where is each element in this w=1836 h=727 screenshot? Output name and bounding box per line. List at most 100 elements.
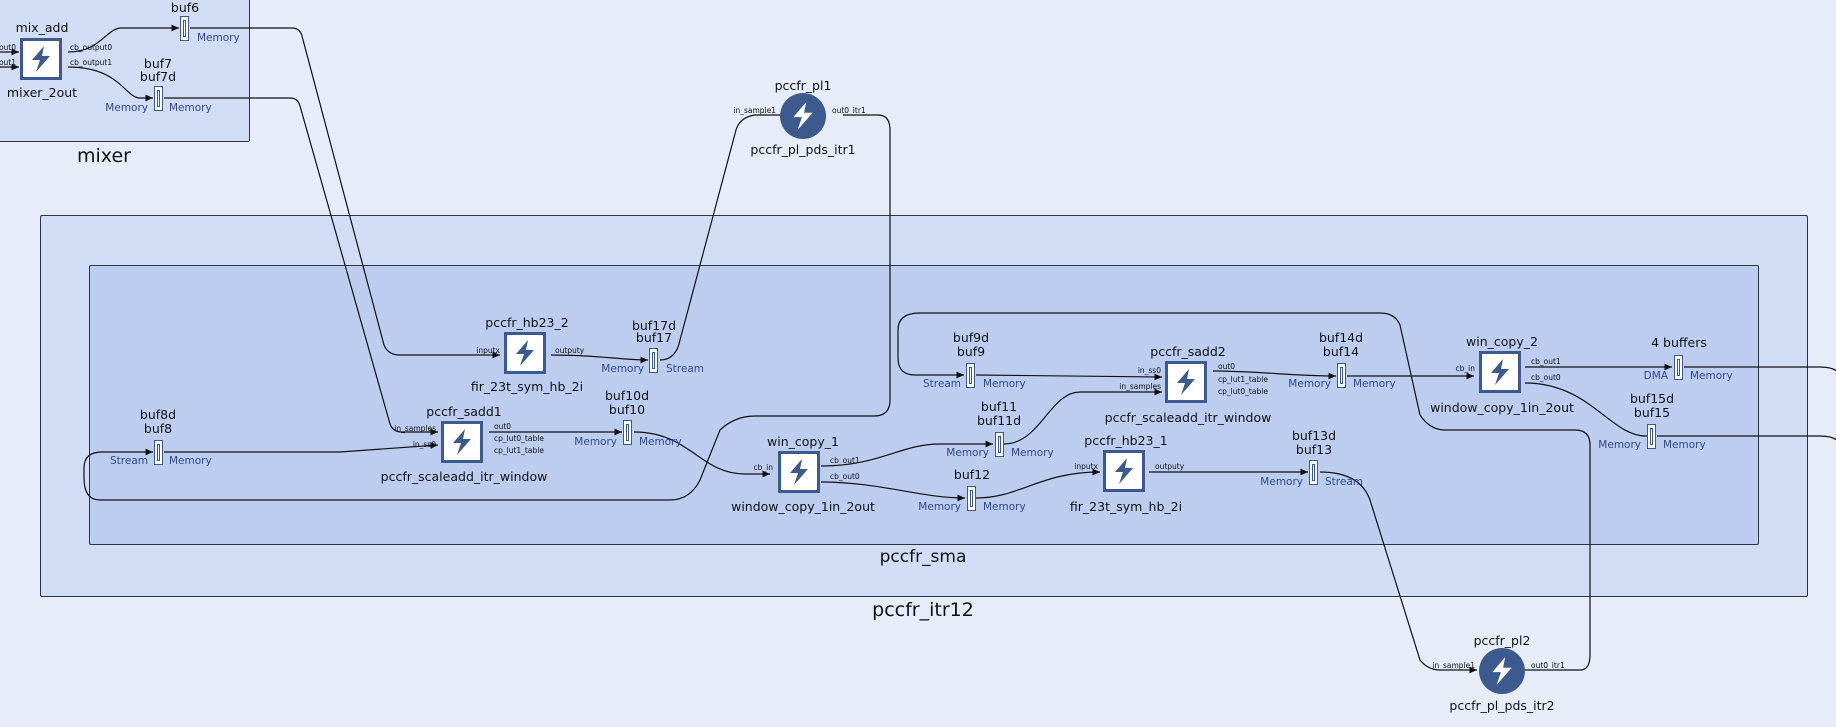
buf11-left-type: Memory xyxy=(946,447,989,459)
wire-buf11-sadd2 xyxy=(1003,388,1162,445)
lightning-icon xyxy=(516,340,534,366)
hb23-1-in-port-label: inputx xyxy=(1074,462,1098,471)
pl1-out-port-label: out0_itr1 xyxy=(832,106,866,115)
buf15-left-type: Memory xyxy=(1598,439,1641,451)
buffer-buf6[interactable] xyxy=(180,16,189,41)
buf15-name-0: buf15d xyxy=(1629,391,1675,406)
wire-mix-add-buf7 xyxy=(67,66,153,102)
buf15-right-type: Memory xyxy=(1663,439,1706,451)
wire-win2-buf15 xyxy=(1524,382,1653,440)
buffer-buf8[interactable] xyxy=(154,440,163,465)
buffer-buf14[interactable] xyxy=(1337,363,1346,388)
lightning-icon xyxy=(793,102,813,130)
pl1-in-port-label: in_sample1 xyxy=(733,106,776,115)
kernel-win2[interactable] xyxy=(1479,351,1521,393)
kernel-sadd1-func: pccfr_scaleadd_itr_window xyxy=(380,469,548,484)
buf7-right-type: Memory xyxy=(169,102,212,114)
kernel-hb23-2[interactable] xyxy=(504,332,546,374)
lightning-icon xyxy=(32,46,50,72)
win1-cb-in-label: cb_in xyxy=(753,463,773,472)
wire-win1-buf11 xyxy=(820,440,993,467)
kernel-sadd2[interactable] xyxy=(1165,361,1207,403)
buffer-buf11[interactable] xyxy=(995,432,1004,457)
lightning-icon xyxy=(1492,657,1512,685)
buf4x-name-0: 4 buffers xyxy=(1651,335,1707,350)
wire-sadd2-buf14 xyxy=(1212,370,1337,380)
buffer-buf12[interactable] xyxy=(967,486,976,511)
pl2-out-port-label: out0_itr1 xyxy=(1531,661,1565,670)
buffer-buf7[interactable] xyxy=(154,86,163,111)
wire-buf12-hb23-1 xyxy=(975,468,1101,499)
sadd2-lut1-label: cp_lut1_table xyxy=(1218,375,1268,384)
kernel-win1[interactable] xyxy=(778,451,820,493)
kernel-hb23-1-func: fir_23t_sym_hb_2i xyxy=(1069,499,1183,514)
port-cb-output0-label: cb_output0 xyxy=(70,43,113,52)
win2-cb-in-label: cb_in xyxy=(1455,364,1475,373)
buf8-name-0: buf8d xyxy=(139,407,177,422)
buf7-name-1: buf7d xyxy=(139,69,177,84)
buf12-left-type: Memory xyxy=(918,501,961,513)
buf14-name-0: buf14d xyxy=(1318,330,1364,345)
buffer-buf13[interactable] xyxy=(1309,460,1318,485)
kernel-mix-add-func: mixer_2out xyxy=(6,85,78,100)
kernel-hb23-2-name: pccfr_hb23_2 xyxy=(485,315,569,330)
lightning-icon xyxy=(790,459,808,485)
buf6-name-0: buf6 xyxy=(170,0,200,15)
buf7-left-type: Memory xyxy=(105,102,148,114)
pl-kernel-pl1-name: pccfr_pl1 xyxy=(774,78,832,93)
buf13-name-1: buf13 xyxy=(1295,442,1333,457)
buf6-right-type: Memory xyxy=(197,32,240,44)
pl-kernel-pl1[interactable] xyxy=(780,93,826,139)
buf10-right-type: Memory xyxy=(639,436,682,448)
buf14-name-1: buf14 xyxy=(1322,344,1360,359)
buf15-name-1: buf15 xyxy=(1633,405,1671,420)
buffer-4-buffers[interactable] xyxy=(1674,355,1683,380)
lightning-icon xyxy=(453,429,471,455)
sadd2-in-ss0-label: in_ss0 xyxy=(1137,366,1161,375)
buffer-buf15[interactable] xyxy=(1647,424,1656,449)
buf10-name-1: buf10 xyxy=(608,402,646,417)
wire-buf7-sadd1 xyxy=(164,97,438,436)
kernel-sadd2-name: pccfr_sadd2 xyxy=(1150,344,1226,359)
kernel-hb23-1-name: pccfr_hb23_1 xyxy=(1084,433,1168,448)
buffer-buf10[interactable] xyxy=(623,420,632,445)
group-pccfr-sma-title: pccfr_sma xyxy=(879,547,967,567)
kernel-mix-add[interactable] xyxy=(20,38,62,80)
buf10-left-type: Memory xyxy=(574,436,617,448)
buf8-name-1: buf8 xyxy=(143,421,173,436)
wire-buf8-sadd1 xyxy=(164,442,439,453)
group-pccfr-sma[interactable] xyxy=(89,265,1759,545)
sadd1-in-ss0-label: in_ss0 xyxy=(412,440,436,449)
wire-pl2-buf9 xyxy=(897,312,1591,671)
wire-buf9-sadd2 xyxy=(975,373,1163,381)
kernel-win2-func: window_copy_1in_2out xyxy=(1430,400,1574,415)
kernel-win1-name: win_copy_1 xyxy=(767,434,839,449)
hb23-2-in-port-label: inputx xyxy=(476,346,500,355)
port-out0-label: out0 xyxy=(0,43,16,52)
pl-kernel-pl1-func: pccfr_pl_pds_itr1 xyxy=(750,142,856,157)
buf13-name-0: buf13d xyxy=(1291,428,1337,443)
buf17-name-0: buf17d xyxy=(631,318,677,333)
sadd2-out0-label: out0 xyxy=(1218,362,1236,371)
buf12-name-0: buf12 xyxy=(953,467,991,482)
buf10-name-0: buf10d xyxy=(604,388,650,403)
pl-kernel-pl2[interactable] xyxy=(1479,648,1525,694)
lightning-icon xyxy=(1491,359,1509,385)
buf9-name-0: buf9d xyxy=(952,330,990,345)
port-cb-output1-label: cb_output1 xyxy=(70,58,113,67)
buffer-buf9[interactable] xyxy=(966,363,975,388)
buf17-left-type: Memory xyxy=(601,363,644,375)
buf8-right-type: Memory xyxy=(169,455,212,467)
sadd1-in-samples-label: in_samples xyxy=(394,424,436,433)
win2-cb-out1-label: cb_out1 xyxy=(1531,357,1561,366)
lightning-icon xyxy=(1115,458,1133,484)
kernel-sadd1[interactable] xyxy=(441,421,483,463)
kernel-sadd1-name: pccfr_sadd1 xyxy=(426,404,502,419)
hb23-1-out-port-label: outputy xyxy=(1155,462,1185,471)
port-out1-label: out1 xyxy=(0,58,16,67)
wire-buf10-win1 xyxy=(633,431,770,478)
kernel-hb23-1[interactable] xyxy=(1103,450,1145,492)
buffer-buf17[interactable] xyxy=(649,348,658,373)
buf9-right-type: Memory xyxy=(983,378,1026,390)
